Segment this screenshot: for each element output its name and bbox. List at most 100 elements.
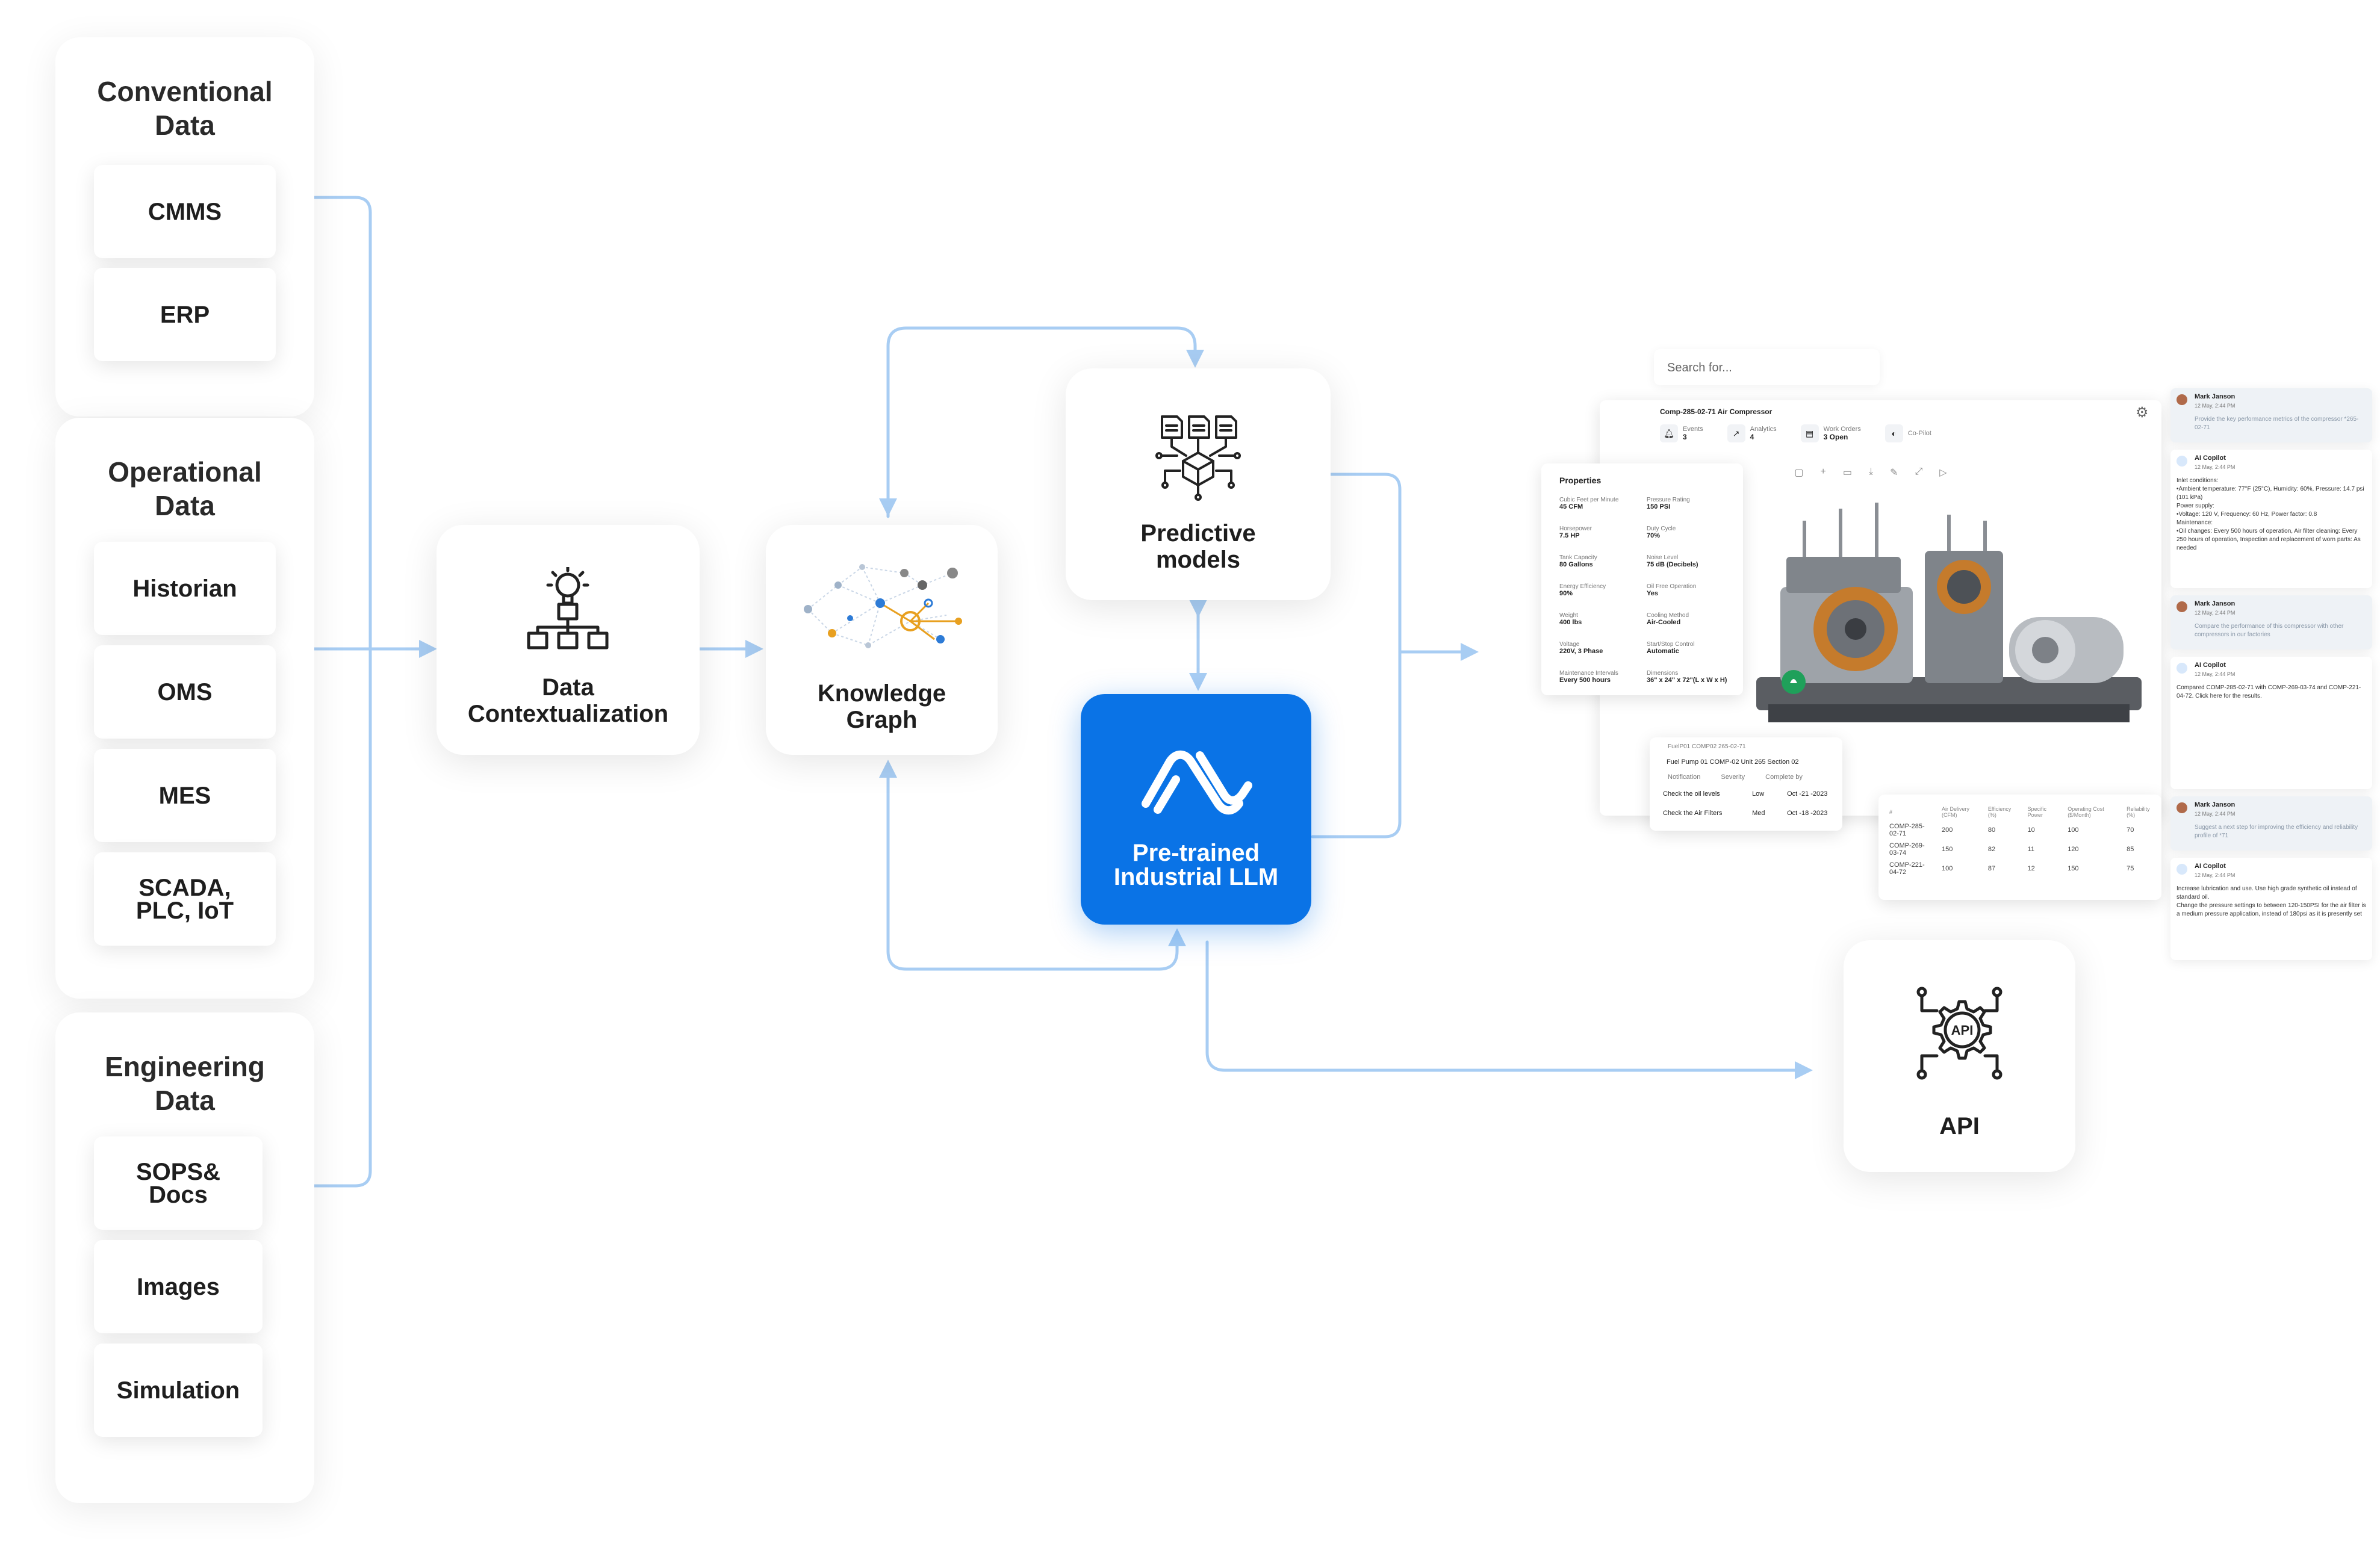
search-input[interactable]: Search for... bbox=[1667, 361, 1732, 374]
plus-icon[interactable]: + bbox=[1820, 467, 1826, 477]
work-orders-panel: FuelP01 COMP02 265-02-71 Fuel Pump 01 CO… bbox=[1650, 737, 1842, 831]
column-header[interactable]: Notification bbox=[1668, 773, 1701, 781]
document-icon: ▤ bbox=[1800, 424, 1819, 442]
expand-icon[interactable]: ⤢ bbox=[1915, 467, 1923, 477]
source-cmms[interactable]: CMMS bbox=[94, 165, 276, 258]
table-cell: 100 bbox=[1941, 865, 1953, 872]
node-label: Knowledge Graph bbox=[817, 680, 946, 733]
node-knowledge-graph[interactable]: Knowledge Graph bbox=[766, 525, 998, 755]
svg-text:API: API bbox=[1951, 1023, 1974, 1038]
table-row[interactable]: Check the oil levels Low Oct -21 -2023 bbox=[1663, 790, 1838, 798]
box-icon[interactable]: ▭ bbox=[1842, 468, 1852, 478]
graph-node bbox=[859, 564, 865, 570]
source-scada[interactable]: SCADA, PLC, IoT bbox=[94, 852, 276, 946]
column-header: Specific Power bbox=[2027, 806, 2047, 818]
node-data-contextualization[interactable]: Data Contextualization bbox=[437, 525, 700, 755]
api-gear-icon: API bbox=[1916, 987, 2002, 1080]
bracket-conventional bbox=[312, 196, 372, 1188]
chat-author: AI Copilot bbox=[2195, 662, 2226, 669]
source-oms[interactable]: OMS bbox=[94, 645, 276, 739]
property-value: 90% bbox=[1559, 590, 1573, 597]
property-value: Air-Cooled bbox=[1647, 619, 1681, 626]
node-label: Pre-trained Industrial LLM bbox=[1113, 840, 1279, 890]
download-icon[interactable]: ⤓ bbox=[1868, 467, 1874, 477]
stat-label: Events bbox=[1683, 426, 1703, 433]
property-label: Duty Cycle bbox=[1647, 525, 1676, 532]
chat-author: AI Copilot bbox=[2195, 863, 2226, 870]
property-value: 36" x 24" x 72"(L x W x H) bbox=[1647, 677, 1727, 684]
source-sops-docs[interactable]: SOPS& Docs bbox=[94, 1136, 263, 1230]
property-value: 7.5 HP bbox=[1559, 532, 1580, 539]
copilot-icon: ◐ bbox=[1884, 424, 1903, 442]
source-simulation[interactable]: Simulation bbox=[94, 1344, 263, 1437]
chat-time: 12 May, 2:44 PM bbox=[2195, 811, 2236, 817]
table-cell: 120 bbox=[2068, 846, 2079, 853]
property-value: 400 lbs bbox=[1559, 619, 1582, 626]
settings-icon[interactable]: ⚙ bbox=[2136, 405, 2149, 421]
graph-node bbox=[804, 605, 812, 613]
compressor-image bbox=[1756, 503, 2142, 722]
task-cell: Check the oil levels bbox=[1663, 790, 1720, 798]
table-cell: 11 bbox=[2027, 846, 2034, 853]
source-images[interactable]: Images bbox=[94, 1240, 263, 1333]
date-cell: Oct -18 -2023 bbox=[1787, 810, 1828, 817]
property-value: Automatic bbox=[1647, 648, 1679, 655]
source-erp[interactable]: ERP bbox=[94, 268, 276, 361]
table-row[interactable]: Check the Air Filters Med Oct -18 -2023 bbox=[1663, 810, 1838, 817]
stat-value: 4 bbox=[1750, 433, 1754, 441]
arrow-to-api bbox=[1205, 940, 1813, 1079]
play-icon[interactable]: ▷ bbox=[1939, 468, 1947, 478]
node-predictive-models[interactable]: Predictive models bbox=[1066, 368, 1331, 600]
table-cell: 70 bbox=[2127, 826, 2134, 834]
avatar bbox=[2176, 394, 2187, 405]
node-api[interactable]: API API bbox=[1844, 940, 2075, 1172]
stat-copilot[interactable]: ◐ Co-Pilot bbox=[1884, 424, 1931, 442]
property-label: Dimensions bbox=[1647, 670, 1679, 677]
graph-node bbox=[900, 569, 909, 577]
property-label: Cooling Method bbox=[1647, 612, 1689, 619]
column-header[interactable]: Severity bbox=[1721, 773, 1745, 781]
table-cell: 10 bbox=[2027, 826, 2035, 834]
chat-time: 12 May, 2:44 PM bbox=[2195, 403, 2236, 409]
work-order-headers: Notification Severity Complete by bbox=[1668, 773, 1803, 781]
table-cell: 200 bbox=[1941, 826, 1953, 834]
property-label: Energy Efficiency bbox=[1559, 583, 1606, 590]
chat-text: Inlet conditions: •Ambient temperature: … bbox=[2176, 477, 2364, 551]
chat-time: 12 May, 2:44 PM bbox=[2195, 872, 2236, 878]
viewer-toolbar: ▢ + ▭ ⤓ ✎ ⤢ ▷ bbox=[1756, 467, 1985, 483]
avatar bbox=[2176, 802, 2187, 813]
table-cell: 87 bbox=[1987, 865, 1996, 872]
column-header[interactable]: Complete by bbox=[1765, 773, 1803, 781]
graph-node bbox=[924, 598, 933, 608]
cube-icon[interactable]: ▢ bbox=[1794, 468, 1804, 478]
search-bar[interactable]: Search for... bbox=[1654, 349, 1880, 385]
chat-text: Compared COMP-285-02-71 with COMP-269-03… bbox=[2176, 684, 2361, 699]
property-label: Maintenance Intervals bbox=[1559, 670, 1618, 677]
source-historian[interactable]: Historian bbox=[94, 542, 276, 635]
edit-icon[interactable]: ✎ bbox=[1890, 468, 1898, 478]
node-label: Predictive models bbox=[1140, 520, 1256, 573]
ai-copilot-icon bbox=[2176, 456, 2187, 467]
asset-header: Comp-285-02-71 Air Compressor ⚙ 🔔︎ Event… bbox=[1654, 400, 2160, 457]
node-industrial-llm[interactable]: Pre-trained Industrial LLM bbox=[1081, 694, 1311, 925]
property-label: Weight bbox=[1559, 612, 1578, 619]
source-mes[interactable]: MES bbox=[94, 749, 276, 842]
group-title: Engineering Data bbox=[105, 1051, 265, 1116]
graph-node bbox=[918, 580, 927, 590]
ai-copilot-icon bbox=[2176, 663, 2187, 674]
